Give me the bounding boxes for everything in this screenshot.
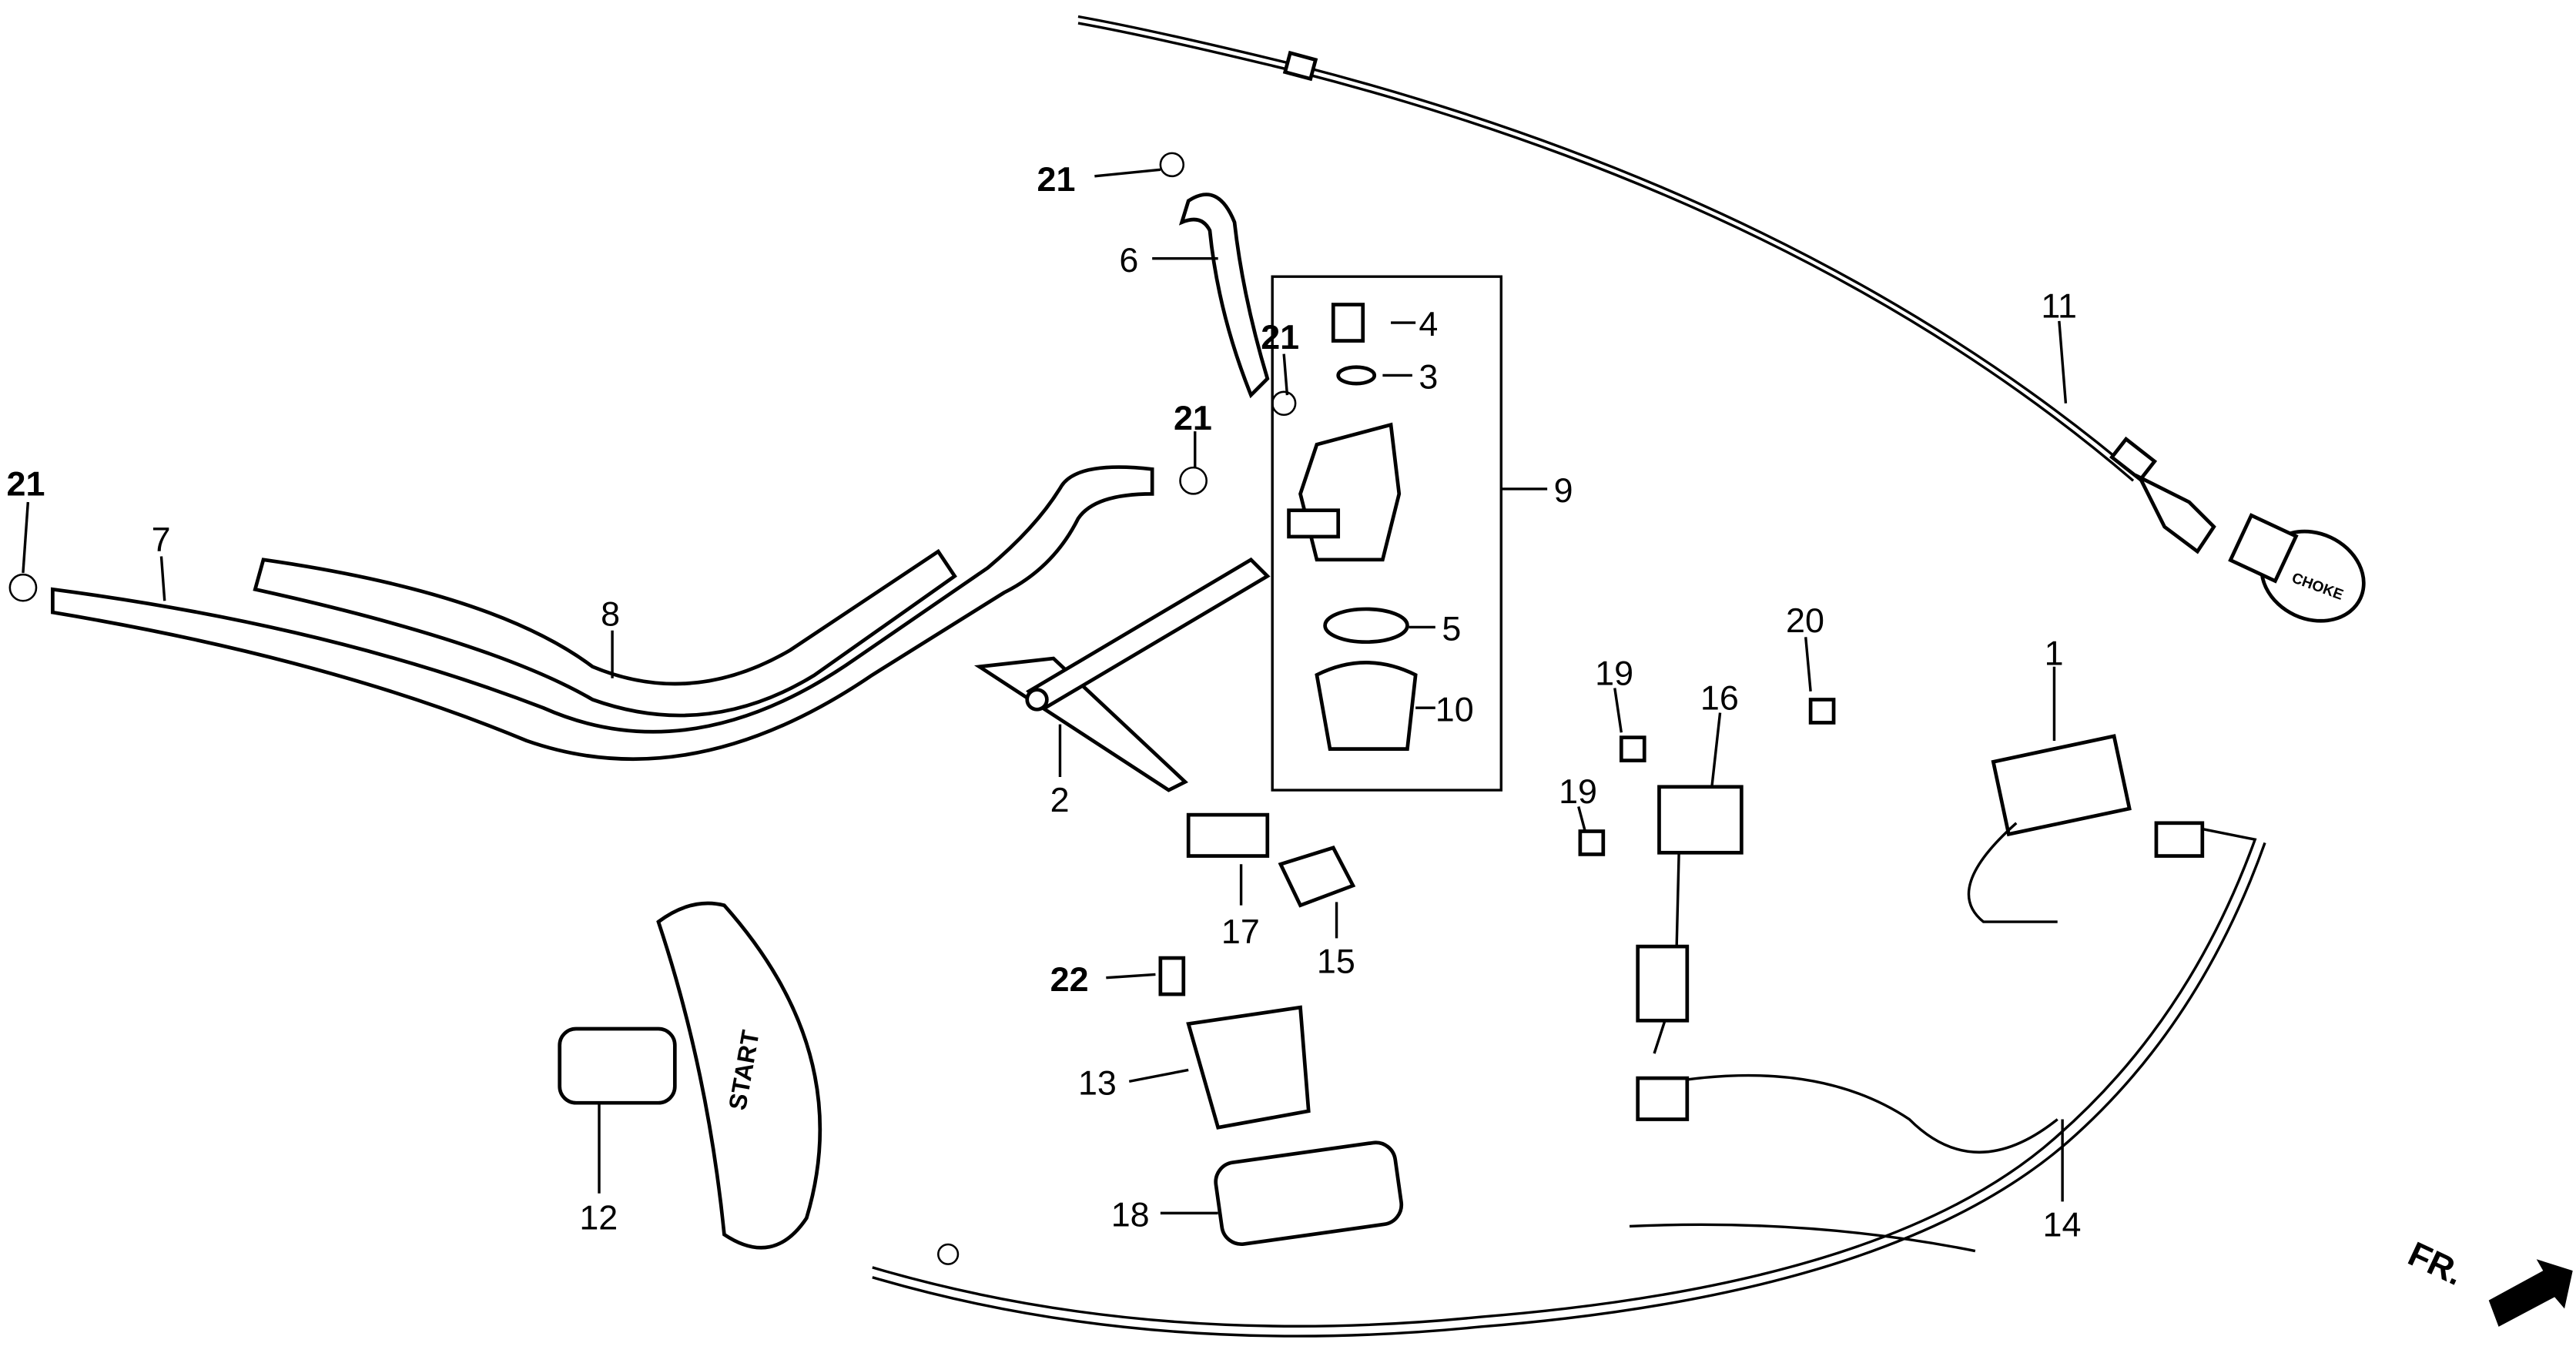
hose-clip-icon xyxy=(1159,152,1185,178)
callout-10: 10 xyxy=(1435,689,1474,728)
callout-7: 7 xyxy=(152,520,171,559)
callout-19: 19 xyxy=(1559,772,1597,811)
callout-5: 5 xyxy=(1442,609,1461,648)
callout-20: 20 xyxy=(1786,601,1824,640)
callout-19: 19 xyxy=(1595,653,1633,692)
callout-21: 21 xyxy=(1174,398,1212,437)
bracket-part-13 xyxy=(1186,1005,1311,1130)
callout-21: 21 xyxy=(1261,317,1299,357)
recoil-start-handle-part-12: START xyxy=(558,901,822,1250)
screw-part-19 xyxy=(1578,829,1606,856)
choke-cable-part-11: CHOKE xyxy=(1077,15,2366,623)
callouts: 21 6 4 3 21 21 21 7 8 9 5 10 2 11 20 19 … xyxy=(7,159,2082,1244)
clip-part-17 xyxy=(1186,812,1270,858)
callout-21: 21 xyxy=(1037,159,1076,199)
callout-3: 3 xyxy=(1419,357,1438,397)
cover-part-15 xyxy=(1278,846,1356,908)
fuel-lever-part-2 xyxy=(973,557,1271,792)
fuel-tube-part-6 xyxy=(1178,193,1270,399)
fuel-hose-part-8 xyxy=(253,548,957,718)
callout-9: 9 xyxy=(1554,471,1573,510)
callout-6: 6 xyxy=(1119,240,1138,280)
callout-11: 11 xyxy=(2041,286,2077,326)
fuel-hose-part-7 xyxy=(51,465,1154,762)
wire-harness-part-14 xyxy=(872,821,2266,1338)
front-label: FR. xyxy=(2403,1234,2470,1293)
foam-part-18 xyxy=(1214,1140,1404,1247)
callout-18: 18 xyxy=(1111,1194,1150,1234)
module-part-1 xyxy=(1991,734,2132,837)
callout-13: 13 xyxy=(1078,1063,1117,1102)
fuel-valve-assembly-part-9 xyxy=(1271,275,1503,792)
callout-12: 12 xyxy=(579,1198,618,1237)
front-direction-indicator: FR. xyxy=(2403,1234,2573,1327)
screw-part-19 xyxy=(1619,735,1646,762)
hose-clip-icon xyxy=(1271,390,1297,417)
callout-4: 4 xyxy=(1419,304,1438,343)
switch-part-16 xyxy=(1657,785,1744,855)
callout-1: 1 xyxy=(2045,634,2064,673)
hose-clip-icon xyxy=(1179,466,1208,495)
callout-2: 2 xyxy=(1050,780,1070,819)
callout-22: 22 xyxy=(1050,959,1089,999)
callout-14: 14 xyxy=(2042,1204,2081,1244)
callout-21: 21 xyxy=(7,464,45,503)
callout-15: 15 xyxy=(1317,941,1355,980)
screw-part-20 xyxy=(1808,698,1836,725)
callout-16: 16 xyxy=(1700,678,1739,717)
screw-part-22 xyxy=(1158,956,1186,996)
leader-lines xyxy=(22,168,2068,1215)
hose-clip-icon xyxy=(8,573,38,602)
arrow-icon xyxy=(2488,1259,2573,1327)
callout-8: 8 xyxy=(601,594,620,633)
callout-17: 17 xyxy=(1221,912,1260,951)
